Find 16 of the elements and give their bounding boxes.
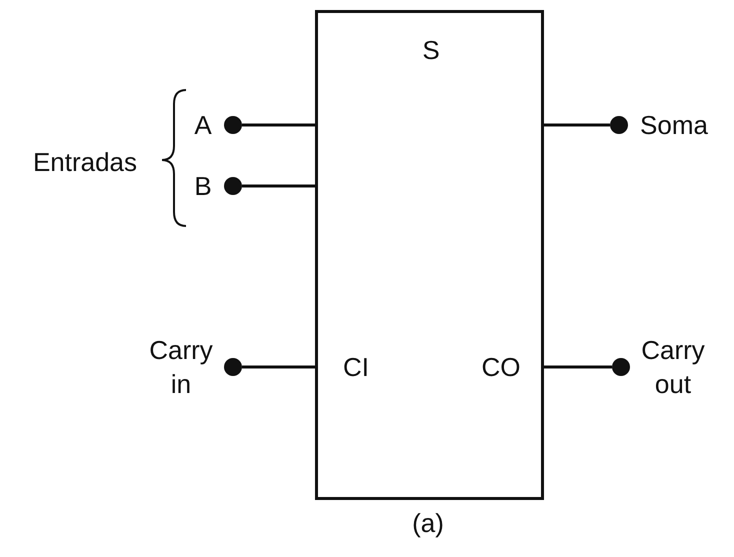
group-label: Entradas xyxy=(32,146,138,179)
pin-label: Soma xyxy=(639,109,709,142)
block-label: S xyxy=(421,34,441,67)
figure-caption: (a) xyxy=(411,507,445,540)
connection-line xyxy=(544,366,612,368)
connection-line xyxy=(544,124,610,126)
connection-line xyxy=(242,124,315,126)
pin-label: Carry in xyxy=(148,334,214,401)
pin-label: A xyxy=(193,109,213,142)
pin-label: Carry out xyxy=(640,334,706,401)
adder-block xyxy=(315,10,544,500)
output-port-label: CO xyxy=(480,351,522,384)
input-port-label: CI xyxy=(342,351,370,384)
connection-line xyxy=(242,366,315,368)
pin-label: B xyxy=(193,170,213,203)
connection-line xyxy=(242,184,315,188)
